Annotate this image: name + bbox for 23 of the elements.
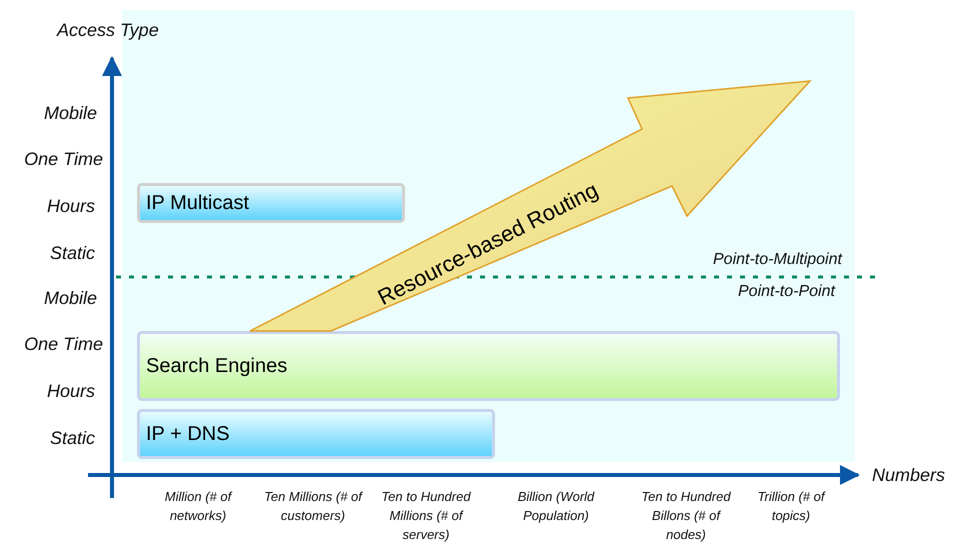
x-tick-label: Trillion (# of topics) <box>756 488 826 525</box>
y-tick-label: Hours <box>46 381 95 402</box>
axis-title: Access Type <box>57 20 159 41</box>
y-tick-label: One Time <box>24 149 103 170</box>
y-tick-label: Mobile <box>44 103 97 124</box>
x-tick-label: Ten to Hundred Billons (# of nodes) <box>640 488 732 543</box>
category-bar <box>137 331 840 401</box>
y-tick-label: Static <box>50 428 95 449</box>
region-label: Point-to-Multipoint <box>713 251 842 269</box>
category-bar <box>137 409 495 459</box>
y-tick-label: Mobile <box>44 288 97 309</box>
bar-label: IP + DNS <box>146 422 230 446</box>
x-tick-label: Ten Millions (# of customers) <box>263 488 364 525</box>
x-tick-label: Ten to Hundred Millions (# of servers) <box>380 488 472 543</box>
x-tick-label: Million (# of networks) <box>164 488 234 525</box>
x-tick-label: Billion (World Population) <box>516 488 596 525</box>
y-tick-label: One Time <box>24 334 103 355</box>
bar-label: IP Multicast <box>146 192 249 214</box>
region-label: Point-to-Point <box>738 283 835 301</box>
y-tick-label: Static <box>50 243 95 264</box>
axis-title: Numbers <box>872 465 946 486</box>
bar-label: Search Engines <box>146 354 288 378</box>
y-tick-label: Hours <box>46 196 95 217</box>
